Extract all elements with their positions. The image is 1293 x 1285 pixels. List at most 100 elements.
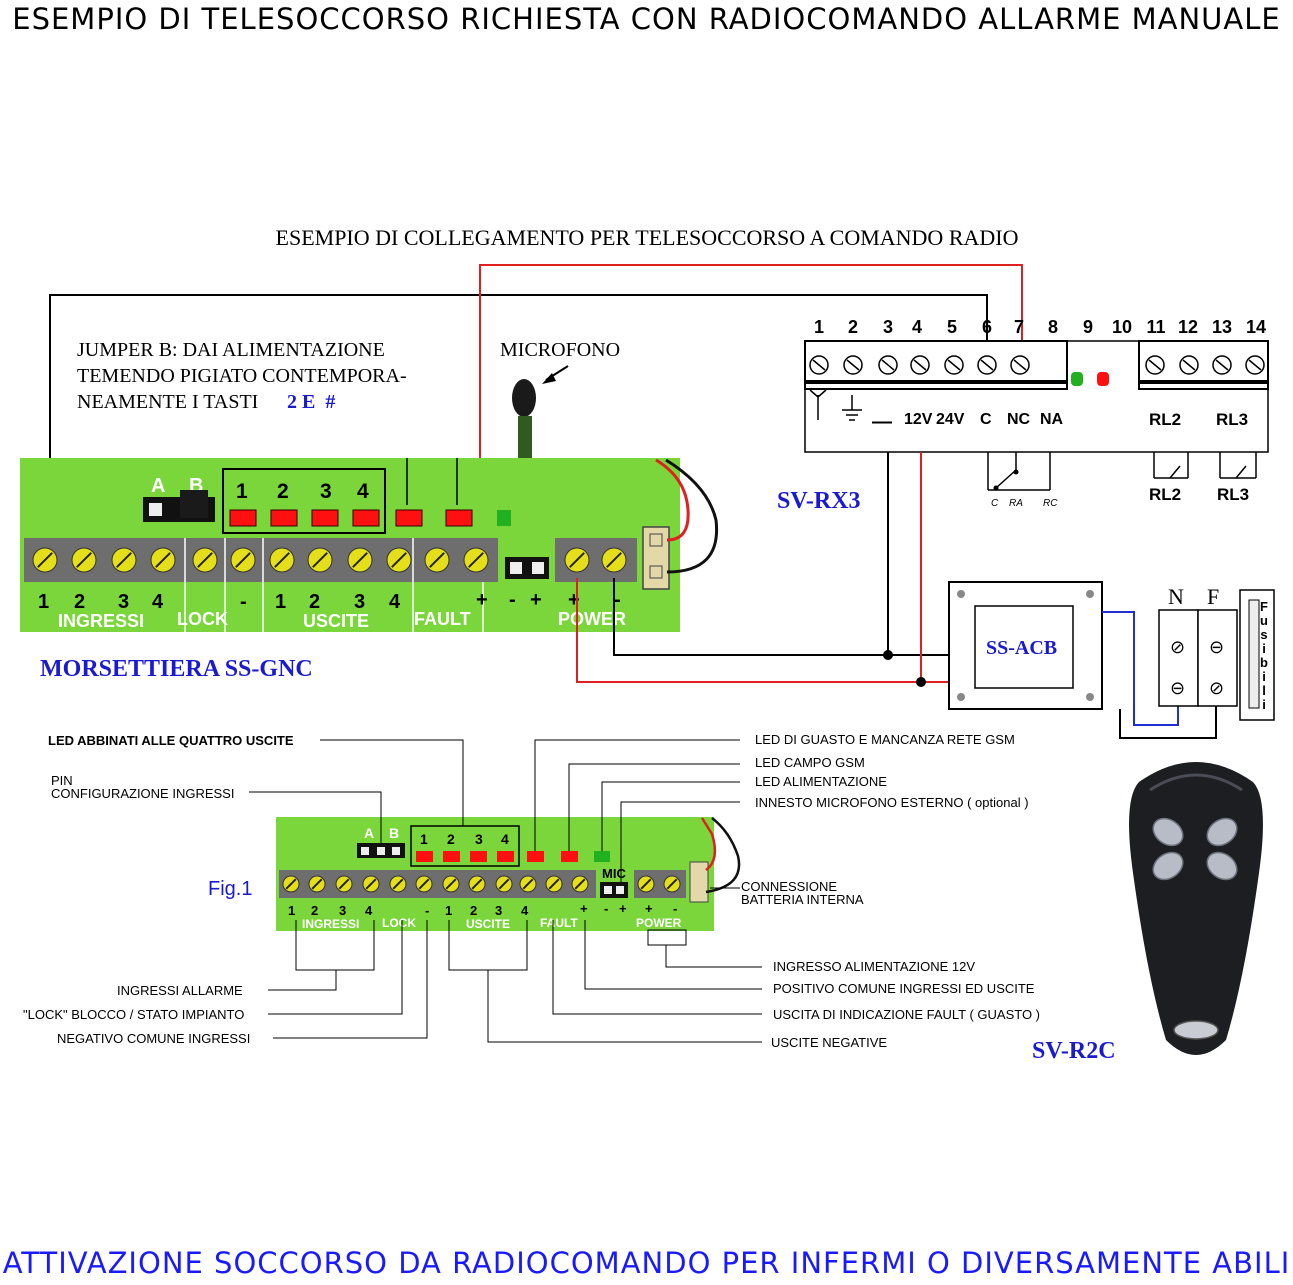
callout-led-outputs: LED ABBINATI ALLE QUATTRO USCITE (48, 733, 294, 748)
fig1-term-label-2: 2 (311, 903, 318, 918)
receiver-terminal-num-5: 5 (947, 317, 957, 337)
fuse-label-char-2: u (1260, 613, 1268, 628)
screw-top-7 (269, 547, 295, 573)
receiver-label-c: C (980, 411, 992, 428)
group-label-ingressi: INGRESSI (58, 611, 144, 631)
callout-pin: PIN (51, 773, 73, 788)
power-unit-hole-2 (1086, 590, 1094, 598)
fig1-sign-label-5: - (673, 901, 677, 916)
fig1-led-num-3: 3 (475, 831, 483, 847)
wire-mains-blue (1102, 611, 1179, 726)
fig1-screw-10 (519, 875, 537, 893)
screw-top-8 (307, 547, 333, 573)
junction-black (883, 650, 893, 660)
fig1-led-num-1: 1 (420, 831, 428, 847)
jumper-a-label: A (151, 475, 165, 497)
remote-control (1129, 762, 1263, 1055)
receiver-terminal-num-13: 13 (1212, 317, 1232, 337)
wire-power-black (613, 578, 950, 656)
callout-negative-outputs: USCITE NEGATIVE (771, 1035, 887, 1050)
screw-top-1 (32, 547, 58, 573)
fig1-screw-1 (282, 875, 300, 893)
screw-top-2 (71, 547, 97, 573)
receiver-terminal-num-3: 3 (883, 317, 893, 337)
wiring-title: ESEMPIO DI COLLEGAMENTO PER TELESOCCORSO… (276, 225, 1019, 250)
wire-input-black (49, 294, 988, 530)
fig1-battery-connector (689, 861, 709, 903)
receiver-terminal-num-9: 9 (1083, 317, 1093, 337)
screw-row-top (32, 547, 627, 573)
wire-input-red (479, 264, 1023, 540)
fig1-screws (282, 875, 681, 893)
fig1-jumper-pin-3 (392, 847, 400, 855)
screw-top-9 (347, 547, 373, 573)
mains-screw-2: ⊖ (1209, 637, 1224, 657)
fig1-led-num-4: 4 (501, 831, 509, 847)
callout-led-power-line (601, 781, 740, 851)
fig1-term-label-1: 1 (288, 903, 295, 918)
fig1-screw-12 (571, 875, 589, 893)
receiver-terminal-num-6: 6 (982, 317, 992, 337)
battery-wire-black (665, 458, 719, 574)
fuse-label-char-3: s (1260, 627, 1267, 642)
fig1-screw-5 (389, 875, 407, 893)
mic-socket-pin2 (532, 562, 544, 574)
fig1-screw-9 (495, 875, 513, 893)
term-label-mic-plus: + (530, 589, 542, 611)
fig1-jumper-a: A (364, 825, 374, 841)
fig1-term-label-9: 4 (521, 903, 529, 918)
jumper-note-line2: TEMENDO PIGIATO CONTEMPORA- (77, 365, 407, 387)
remote-button-2[interactable] (1202, 813, 1242, 851)
fig1-group-lock: LOCK (382, 916, 416, 930)
battery-wire-red (655, 458, 690, 542)
fig1-group-uscite: USCITE (466, 917, 510, 931)
power-unit-transformer (974, 605, 1074, 689)
receiver-label-nc: NC (1007, 411, 1031, 428)
relay1-label-rc: RC (1043, 498, 1058, 509)
screw-top-5 (192, 547, 218, 573)
receiver-terminal-num-12: 12 (1178, 317, 1198, 337)
jumper-keys: 2 E # (287, 391, 335, 413)
fig1-led-frame (410, 825, 520, 867)
callout-inputs-alarm: INGRESSI ALLARME (117, 983, 243, 998)
battery-connector (642, 526, 670, 590)
fig1-led-fault (527, 851, 544, 862)
remote-button-4[interactable] (1202, 847, 1242, 885)
fig1-term-label-6: 1 (445, 903, 452, 918)
remote-highlight (1149, 773, 1243, 792)
receiver-screw-5 (944, 355, 964, 375)
screw-top-6 (230, 547, 256, 573)
led-num-4: 4 (357, 480, 369, 503)
receiver-minus-label: — (872, 411, 892, 433)
fig1-battery-wire-red (700, 817, 717, 872)
fig1-sign-label-1: + (580, 901, 588, 916)
relay1-label-ra: RA (1009, 498, 1023, 509)
ground-symbol (842, 395, 862, 421)
fig1-terminal-strip (279, 870, 596, 898)
microphone-capsule (512, 379, 536, 417)
jumper-note-line1: JUMPER B: DAI ALIMENTAZIONE (77, 339, 385, 361)
fig1-led-2 (443, 851, 460, 862)
remote-button-3[interactable] (1148, 847, 1188, 885)
fig1-battery-wire-black (705, 817, 741, 894)
receiver-screw-relay-2 (1179, 355, 1199, 375)
fig1-mic-pin-1 (604, 886, 612, 894)
battery-pin-1 (649, 533, 663, 547)
mains-terminal-n (1158, 609, 1199, 707)
led-output-4 (352, 509, 380, 527)
mains-screw-3: ⊖ (1170, 678, 1185, 698)
remote-button-1[interactable] (1148, 813, 1188, 851)
callout-positive-common-line (584, 920, 762, 990)
term-label-out4: 4 (389, 591, 401, 613)
callout-led-fault-gsm: LED DI GUASTO E MANCANZA RETE GSM (755, 732, 1015, 747)
board-name: MORSETTIERA SS-GNC (40, 656, 313, 682)
jumper-cap-b (180, 490, 208, 518)
callout-lock-line (268, 920, 403, 1015)
relay3-contact-symbol (1219, 452, 1257, 479)
led-output-2 (270, 509, 298, 527)
callout-led-gsm-field: LED CAMPO GSM (755, 755, 865, 770)
receiver-led-green (1071, 372, 1083, 386)
callout-fault-output: USCITA DI INDICAZIONE FAULT ( GUASTO ) (773, 1007, 1040, 1022)
led-gsm (445, 509, 473, 527)
